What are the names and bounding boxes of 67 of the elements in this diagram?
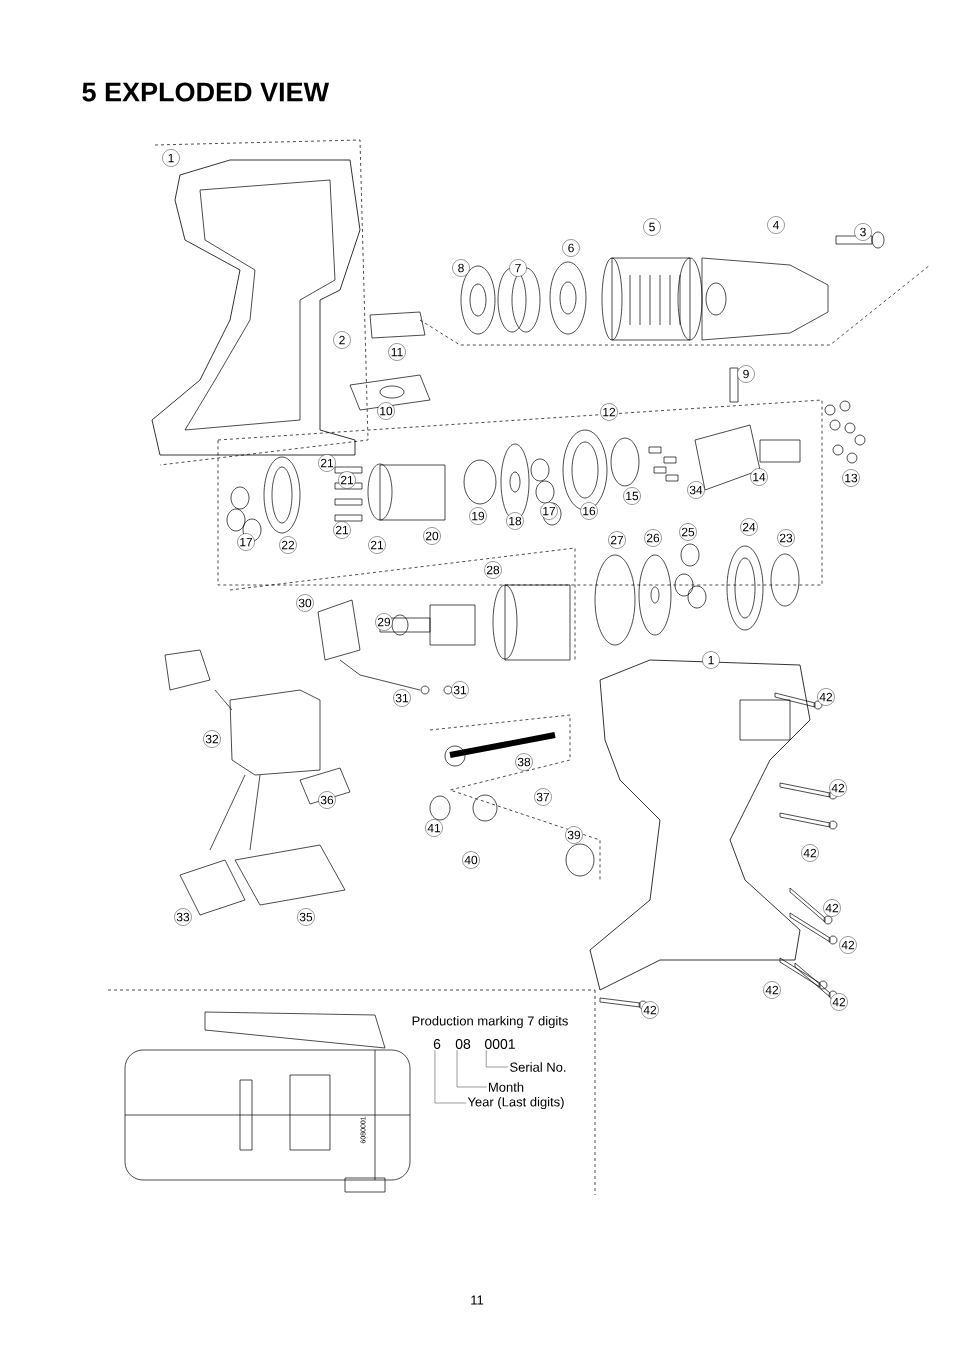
title: 5 EXPLODED VIEW [82,82,330,102]
callout-number: 36 [318,791,336,809]
callout-number: 40 [462,851,480,869]
callout-number: 19 [469,507,487,525]
callout-number: 25 [679,523,697,541]
callout-number: 31 [393,689,411,707]
marking-text: Month [489,1082,524,1092]
callout-number: 8 [452,259,470,277]
callout-number: 21 [318,454,336,472]
callout-number: 26 [644,529,662,547]
callout-number: 39 [565,826,583,844]
callout-number: 10 [377,402,395,420]
callout-number: 1 [702,651,720,669]
callout-number: 42 [829,779,847,797]
callout-number: 21 [333,521,351,539]
marking-text: Year (Last digits) [467,1096,564,1110]
leader-line [486,1049,509,1068]
callout-number: 38 [515,753,533,771]
callout-number: 41 [425,819,443,837]
callout-number: 31 [451,681,469,699]
callout-number: 14 [750,468,768,486]
callout-number: 42 [823,899,841,917]
callout-number: 3 [854,223,872,241]
note-text: Production marking 7 digits [412,1015,568,1029]
callout-number: 13 [842,469,860,487]
callout-number: 23 [777,529,795,547]
callout-number: 34 [687,481,705,499]
callout-number: 17 [540,502,558,520]
callout-number: 20 [423,527,441,545]
marking-text: 6 [433,1039,441,1049]
callout-number: 21 [368,536,386,554]
callout-number: 16 [580,502,598,520]
callout-number: 42 [817,688,835,706]
callout-number: 1 [162,149,180,167]
callout-number: 32 [203,730,221,748]
callout-number: 42 [801,844,819,862]
callout-number: 22 [279,536,297,554]
callout-number: 2 [333,331,351,349]
callout-number: 28 [484,561,502,579]
marking-text: Serial No. [510,1062,566,1072]
callout-number: 42 [830,993,848,1011]
callout-number: 42 [763,981,781,999]
callout-number: 7 [509,259,527,277]
callout-number: 17 [237,533,255,551]
callout-number: 27 [608,531,626,549]
callout-number: 42 [641,1001,659,1019]
callout-number: 21 [338,471,356,489]
marking-text: 0001 [485,1039,515,1049]
callout-number: 29 [375,613,393,631]
callout-number: 42 [839,936,857,954]
callout-number: 9 [737,365,755,383]
callout-number: 11 [388,343,406,361]
callout-number: 5 [643,218,661,236]
callout-number: 24 [740,518,758,536]
callout-number: 15 [623,487,641,505]
callout-number: 6 [562,239,580,257]
callout-number: 30 [296,594,314,612]
page-number: 11 [471,1295,484,1305]
callout-number: 4 [767,216,785,234]
marking-text: 08 [455,1039,471,1049]
leader-line [434,1049,467,1104]
callout-number: 18 [506,512,524,530]
callout-number: 37 [534,788,552,806]
callout-number: 35 [297,908,315,926]
leader-line [456,1049,487,1088]
callout-number: 33 [174,908,192,926]
callout-number: 12 [600,403,618,421]
